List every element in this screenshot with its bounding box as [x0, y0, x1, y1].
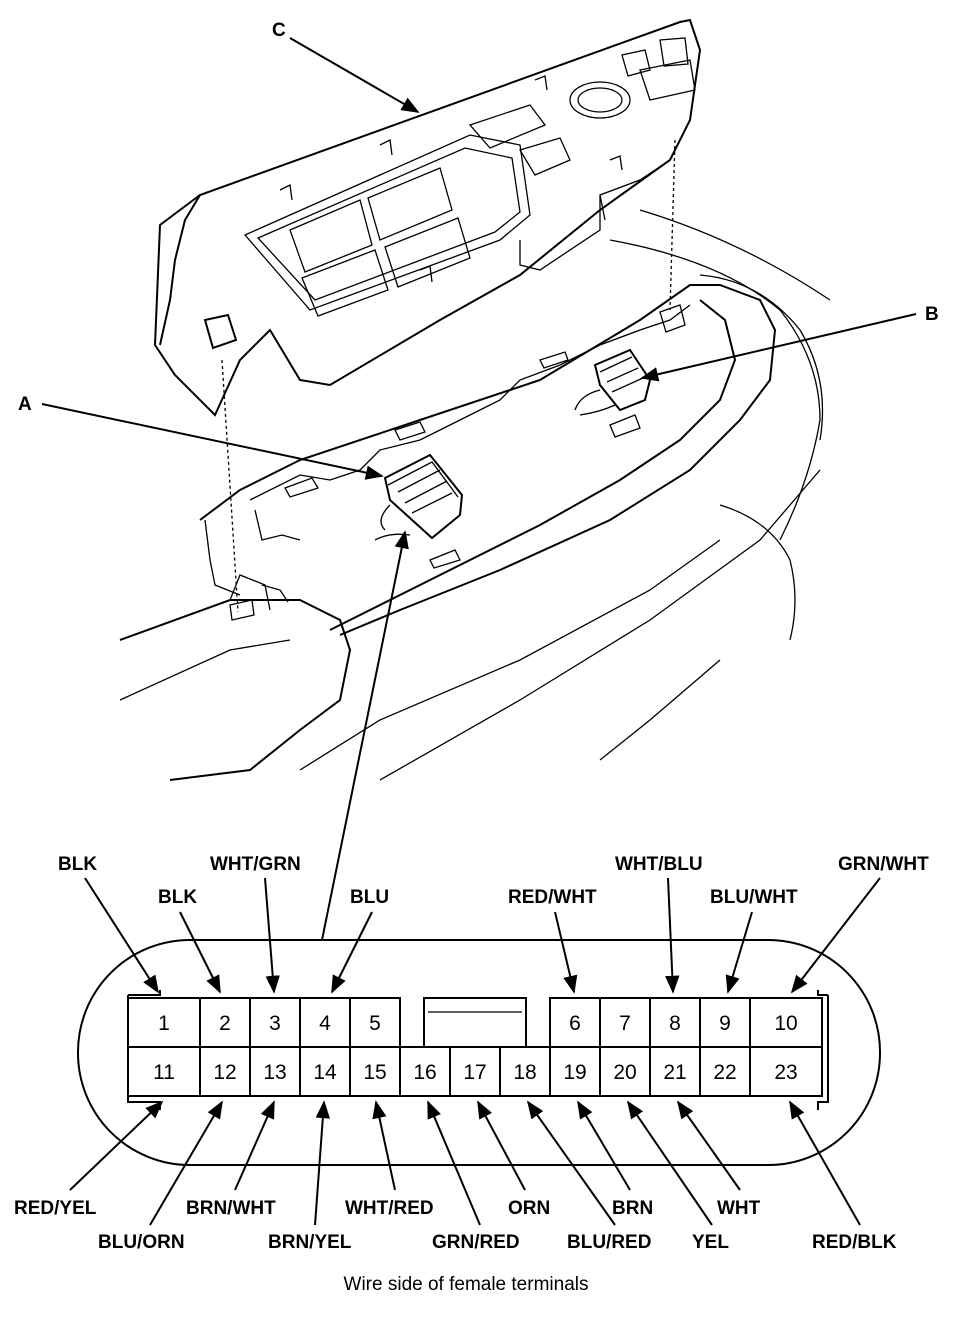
- pin-number-13: 13: [263, 1061, 286, 1084]
- pin-cell-12: [199, 1046, 251, 1097]
- wire-label-pin10: GRN/WHT: [838, 854, 929, 875]
- wire-label-pin13: BRN/WHT: [186, 1198, 276, 1219]
- pin-number-20: 20: [613, 1061, 636, 1084]
- wire-label-pin18: BLU/RED: [567, 1232, 651, 1253]
- pin-cell-6: [549, 997, 601, 1048]
- callout-b: B: [925, 304, 939, 325]
- wire-label-pin17: ORN: [508, 1198, 550, 1219]
- wire-label-pin20: YEL: [692, 1232, 729, 1253]
- wire-label-pin16: GRN/RED: [432, 1232, 520, 1253]
- pin-cell-18: [499, 1046, 551, 1097]
- pin-number-11: 11: [153, 1061, 175, 1084]
- pin-number-9: 9: [719, 1012, 731, 1035]
- pin-number-14: 14: [313, 1061, 337, 1084]
- pin-number-4: 4: [319, 1012, 331, 1035]
- wire-label-pin19: BRN: [612, 1198, 653, 1219]
- pin-number-19: 19: [563, 1061, 586, 1084]
- armrest-illustration: [119, 18, 831, 781]
- wire-label-pin11: RED/YEL: [14, 1198, 97, 1219]
- pin-cell-20: [599, 1046, 651, 1097]
- wire-leaders: [69, 877, 881, 1226]
- wire-label-pin14: BRN/YEL: [268, 1232, 352, 1253]
- pin-cell-4: [299, 997, 351, 1048]
- wire-label-pin15: WHT/RED: [345, 1198, 434, 1219]
- pin-number-22: 22: [713, 1061, 736, 1084]
- pin-cell-23: [749, 1046, 823, 1097]
- wire-label-pin9: BLU/WHT: [710, 887, 798, 908]
- connector-face: 1 2 3 4 5 6 7 8 9 10 11 12 13 14 15 16 1…: [77, 939, 881, 1166]
- wire-label-pin3: WHT/GRN: [210, 854, 301, 875]
- callout-a: A: [18, 394, 32, 415]
- pin-number-1: 1: [158, 1012, 170, 1035]
- pin-number-6: 6: [569, 1012, 581, 1035]
- pin-cell-13: [249, 1046, 301, 1097]
- wire-label-pin1: BLK: [58, 854, 97, 875]
- pin-number-23: 23: [774, 1061, 797, 1084]
- pin-cell-19: [549, 1046, 601, 1097]
- pin-cell-21: [649, 1046, 701, 1097]
- wire-label-pin21: WHT: [717, 1198, 761, 1219]
- pin-number-17: 17: [463, 1061, 486, 1084]
- pin-number-12: 12: [213, 1061, 236, 1084]
- wire-label-pin6: RED/WHT: [508, 887, 597, 908]
- diagram-caption: Wire side of female terminals: [344, 1274, 589, 1295]
- wire-label-pin8: WHT/BLU: [615, 854, 703, 875]
- pin-cell-3: [249, 997, 301, 1048]
- wire-label-pin4: BLU: [350, 887, 389, 908]
- pin-cell-17: [449, 1046, 501, 1097]
- pin-number-7: 7: [619, 1012, 631, 1035]
- pin-cell-16: [399, 1046, 451, 1097]
- callout-c: C: [272, 20, 286, 41]
- connector-housing: [77, 939, 881, 1166]
- pin-number-16: 16: [413, 1061, 436, 1084]
- pin-number-15: 15: [363, 1061, 386, 1084]
- pin-number-2: 2: [219, 1012, 231, 1035]
- wire-label-pin2: BLK: [158, 887, 197, 908]
- pin-cell-14: [299, 1046, 351, 1097]
- callout-leaders: [41, 37, 917, 941]
- pin-cell-15: [349, 1046, 401, 1097]
- pin-cell-7: [599, 997, 651, 1048]
- pin-number-18: 18: [513, 1061, 536, 1084]
- pin-number-10: 10: [774, 1012, 797, 1035]
- pin-number-8: 8: [669, 1012, 681, 1035]
- pin-number-3: 3: [269, 1012, 281, 1035]
- connector-keyway: [423, 997, 527, 1048]
- wire-label-pin12: BLU/ORN: [98, 1232, 185, 1253]
- pin-number-5: 5: [369, 1012, 381, 1035]
- pin-number-21: 21: [663, 1061, 686, 1084]
- wire-label-pin23: RED/BLK: [812, 1232, 897, 1253]
